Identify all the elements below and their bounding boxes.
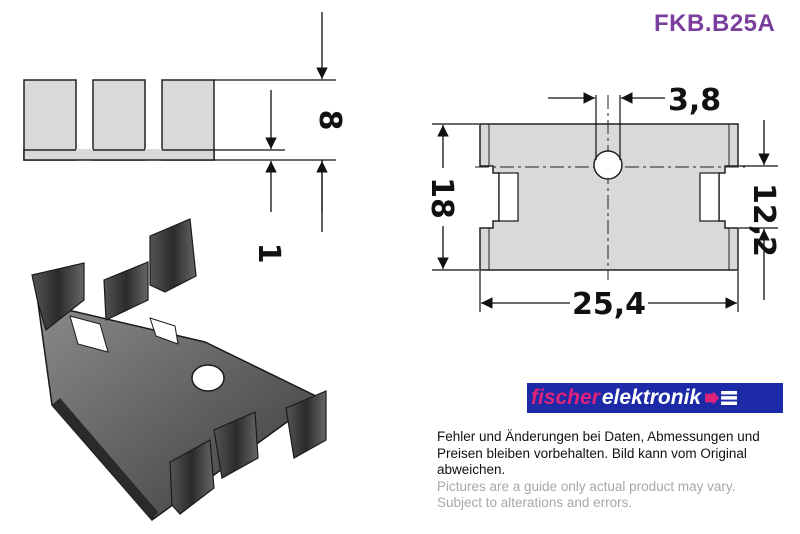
brand-word-fischer: fischer bbox=[531, 386, 600, 409]
dimension-height: 18 bbox=[424, 177, 459, 219]
disclaimer-de-line: Preisen bleiben vorbehalten. Bild kann v… bbox=[437, 445, 747, 461]
disclaimer-en-line: Pictures are a guide only actual product… bbox=[437, 478, 736, 494]
disclaimer: Fehler und Änderungen bei Daten, Abmessu… bbox=[437, 429, 787, 512]
brand-word-elektronik: elektronik bbox=[601, 386, 702, 409]
brand-mark-icon bbox=[705, 391, 738, 405]
disclaimer-de-line: abweichen. bbox=[437, 462, 506, 477]
brand-logo: fischer elektronik bbox=[527, 383, 783, 413]
dimension-hole-width: 3,8 bbox=[668, 83, 721, 118]
disclaimer-de-line: Fehler und Änderungen bei Daten, Abmessu… bbox=[437, 429, 760, 444]
dimension-inner-height: 12,2 bbox=[746, 183, 781, 257]
top-view: 3,8 18 12,2 25,4 bbox=[424, 83, 781, 322]
heatsink-product-image bbox=[31, 218, 327, 522]
dimension-length: 25,4 bbox=[572, 287, 646, 322]
side-view: 8 1 bbox=[23, 12, 347, 264]
dimension-fin-height: 8 bbox=[312, 110, 347, 131]
dimension-thickness: 1 bbox=[251, 243, 286, 264]
part-number-title: FKB.B25A bbox=[654, 10, 776, 37]
disclaimer-en-line: Subject to alterations and errors. bbox=[437, 495, 633, 510]
